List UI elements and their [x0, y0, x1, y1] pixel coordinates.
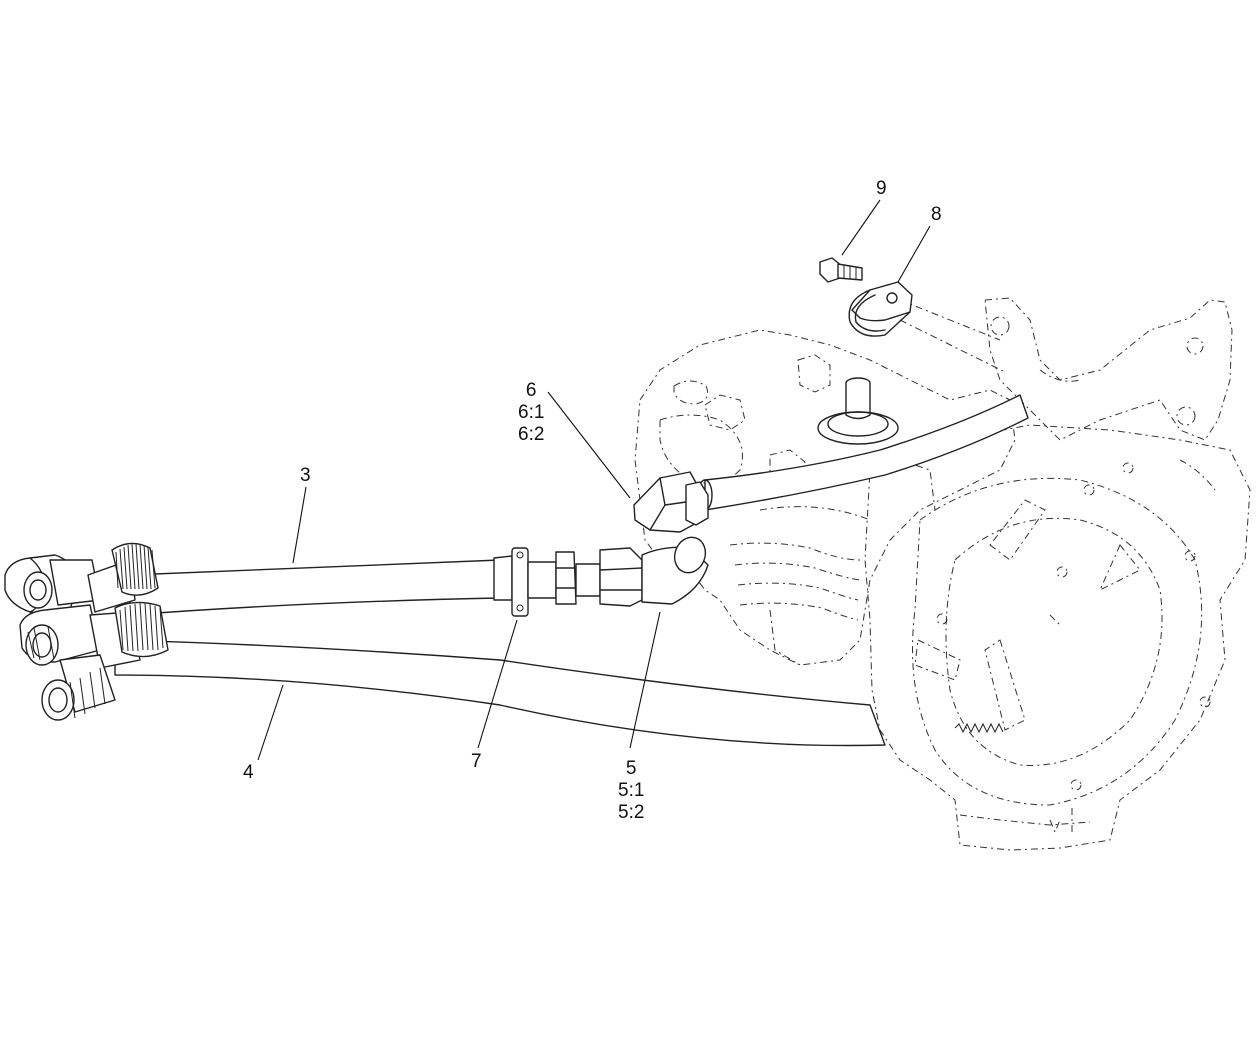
callout-6: 6 6:1 6:2 [518, 380, 544, 446]
callout-5-label: 5 [625, 758, 637, 779]
callout-6-label: 6 [525, 380, 537, 401]
fitting-6 [633, 471, 709, 533]
hose-end-fittings [4, 542, 169, 721]
callout-7: 7 [471, 751, 482, 773]
callout-8: 8 [931, 204, 942, 226]
callout-6-1-label: 6:1 [518, 402, 545, 423]
hose-4 [114, 639, 886, 747]
phantom-housing [634, 297, 1251, 851]
callout-3-label: 3 [300, 465, 311, 486]
fitting-5 [599, 536, 709, 607]
callout-6-2-label: 6:2 [518, 424, 545, 445]
leader-4 [257, 684, 284, 761]
leader-3 [292, 486, 307, 564]
callout-4: 4 [243, 762, 254, 784]
callout-5-2-label: 5:2 [618, 802, 645, 823]
leader-5 [629, 611, 661, 749]
hose-3 [129, 559, 501, 616]
clamp-8 [848, 281, 913, 337]
leader-lines [257, 199, 931, 761]
fitting-7 [493, 547, 601, 617]
callout-5: 5 5:1 5:2 [618, 758, 644, 824]
callout-5-1-label: 5:1 [618, 780, 645, 801]
callout-9: 9 [876, 178, 887, 200]
leader-6 [547, 391, 631, 499]
callout-3: 3 [300, 465, 311, 487]
callout-7-label: 7 [471, 751, 482, 772]
callout-9-label: 9 [876, 178, 887, 199]
leader-8 [897, 225, 931, 283]
callout-4-label: 4 [243, 762, 254, 783]
leader-7 [477, 619, 518, 749]
callout-8-label: 8 [931, 204, 942, 225]
leader-9 [841, 199, 881, 256]
bolt-9 [819, 257, 863, 283]
